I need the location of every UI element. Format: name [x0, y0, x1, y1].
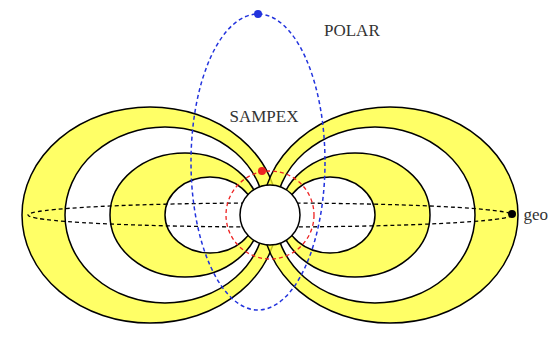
sampex-satellite [258, 167, 266, 175]
geo-satellite [508, 210, 516, 218]
polar-orbit [191, 14, 325, 310]
slot-region [275, 127, 475, 303]
polar-satellite [254, 10, 262, 18]
slot-region [65, 127, 265, 303]
sampex-orbit [226, 171, 314, 259]
inner-belt [280, 153, 430, 277]
orbit-label: geo [521, 205, 550, 224]
satellite-label: POLAR [322, 21, 382, 40]
earth [240, 185, 300, 245]
inner-belt [110, 153, 260, 277]
satellite-label: SAMPEX [228, 107, 301, 126]
